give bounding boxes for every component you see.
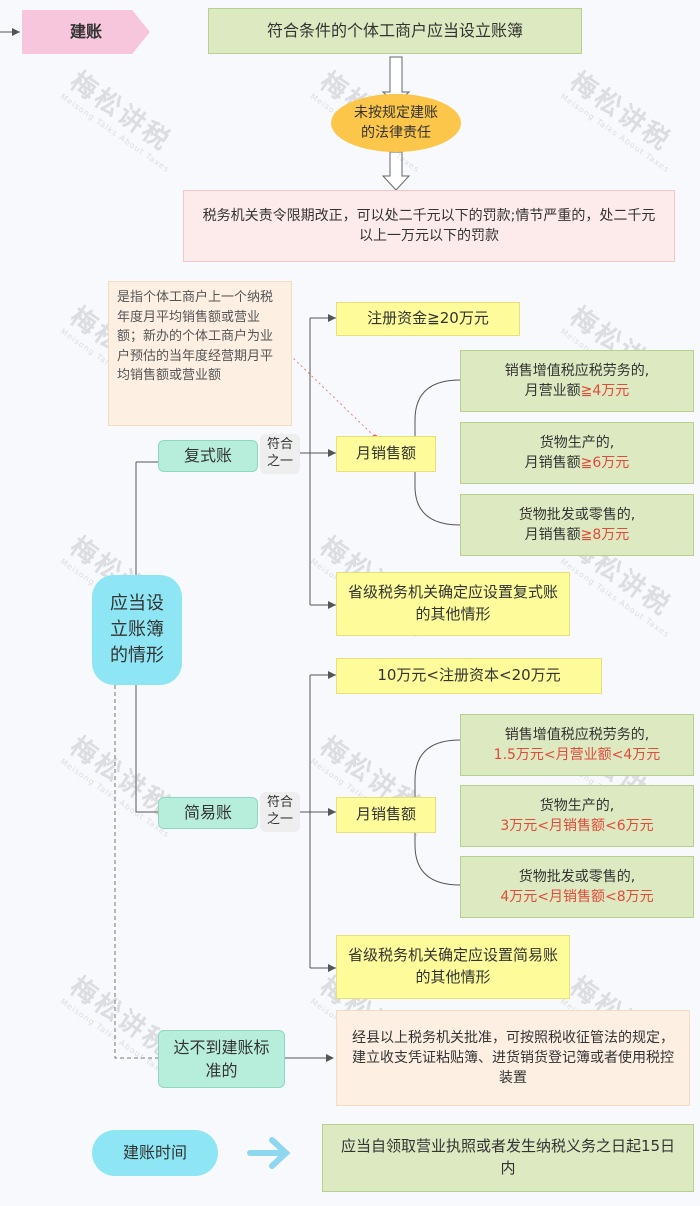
simple-capital: 10万元<注册资本<20万元 <box>336 658 602 694</box>
simple-other: 省级税务机关确定应设置简易账的其他情形 <box>336 935 570 999</box>
complex-other: 省级税务机关确定应设置复式账的其他情形 <box>336 572 570 636</box>
center-label: 应当设立账簿的情形 <box>92 575 182 685</box>
header-tag: 建账 <box>22 10 150 54</box>
simple-connector: 符合之一 <box>260 792 300 832</box>
complex-connector: 符合之一 <box>260 434 300 474</box>
monthly-sales-note: 是指个体工商户上一个纳税年度月平均销售额或营业额；新办的个体工商户为业户预估的当… <box>108 281 292 426</box>
below-standard-label: 达不到建账标准的 <box>158 1030 285 1088</box>
header-title: 符合条件的个体工商户应当设立账簿 <box>208 8 582 54</box>
complex-account-label: 复式账 <box>158 440 258 472</box>
complex-item-1: 销售增值税应税劳务的, 月营业额≧4万元 <box>460 350 694 412</box>
timing-text: 应当自领取营业执照或者发生纳税义务之日起15日内 <box>322 1124 694 1192</box>
simple-monthly: 月销售额 <box>336 797 436 833</box>
below-standard-text: 经县以上税务机关批准，可按照税收征管法的规定，建立收支凭证粘贴簿、进货销货登记簿… <box>336 1010 690 1106</box>
right-arrow-icon <box>247 1137 291 1169</box>
complex-item-2: 货物生产的, 月销售额≧6万元 <box>460 422 694 484</box>
simple-item-2: 货物生产的, 3万元<月销售额<6万元 <box>460 785 694 847</box>
simple-item-3: 货物批发或零售的, 4万元<月销售额<8万元 <box>460 856 694 918</box>
simple-account-label: 简易账 <box>158 797 258 829</box>
simple-item-1: 销售增值税应税劳务的, 1.5万元<月营业额<4万元 <box>460 714 694 776</box>
timing-label: 建账时间 <box>92 1130 218 1176</box>
complex-monthly: 月销售额 <box>336 436 436 472</box>
down-arrow-icon <box>381 151 411 191</box>
complex-item-3: 货物批发或零售的, 月销售额≧8万元 <box>460 494 694 556</box>
liability-text: 税务机关责令限期改正，可以处二千元以下的罚款;情节严重的，处二千元以上一万元以下… <box>183 190 675 262</box>
liability-label: 未按规定建账的法律责任 <box>331 94 461 152</box>
complex-capital: 注册资金≧20万元 <box>336 302 520 336</box>
